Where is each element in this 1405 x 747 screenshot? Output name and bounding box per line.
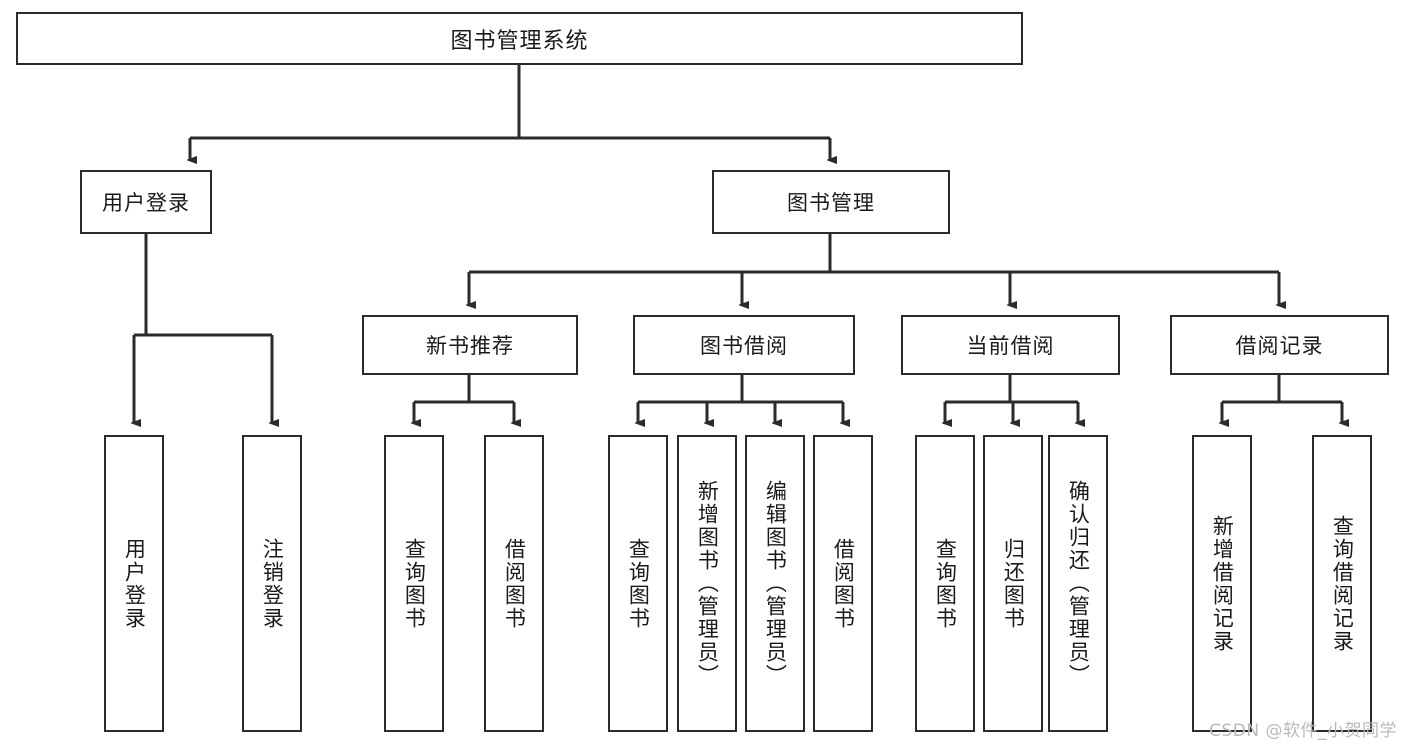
node-book-management[interactable]: 图书管理 [712, 170, 950, 234]
node-book-borrow[interactable]: 图书借阅 [633, 315, 855, 375]
leaf-return-book[interactable]: 归还图书 [983, 435, 1043, 732]
leaf-query-book-newbook[interactable]: 查询图书 [384, 435, 444, 732]
leaf-query-book-borrow[interactable]: 查询图书 [608, 435, 668, 732]
node-borrow-record[interactable]: 借阅记录 [1170, 315, 1389, 375]
leaf-borrow-book-newbook[interactable]: 借阅图书 [484, 435, 544, 732]
node-root-system[interactable]: 图书管理系统 [16, 12, 1023, 65]
leaf-borrow-book[interactable]: 借阅图书 [813, 435, 873, 732]
node-current-borrow[interactable]: 当前借阅 [901, 315, 1120, 375]
node-new-book-recommend[interactable]: 新书推荐 [362, 315, 578, 375]
csdn-watermark: CSDN @软件_小贺同学 [1209, 721, 1397, 741]
leaf-add-borrow-record[interactable]: 新增借阅记录 [1192, 435, 1252, 732]
leaf-add-book-admin[interactable]: 新增图书（管理员） [677, 435, 737, 732]
leaf-query-borrow-record[interactable]: 查询借阅记录 [1312, 435, 1372, 732]
leaf-confirm-return-admin[interactable]: 确认归还（管理员） [1048, 435, 1108, 732]
leaf-query-book-current[interactable]: 查询图书 [915, 435, 975, 732]
leaf-user-login[interactable]: 用户登录 [104, 435, 164, 732]
leaf-logout-login[interactable]: 注销登录 [242, 435, 302, 732]
node-user-login[interactable]: 用户登录 [80, 170, 212, 234]
leaf-edit-book-admin[interactable]: 编辑图书（管理员） [745, 435, 805, 732]
